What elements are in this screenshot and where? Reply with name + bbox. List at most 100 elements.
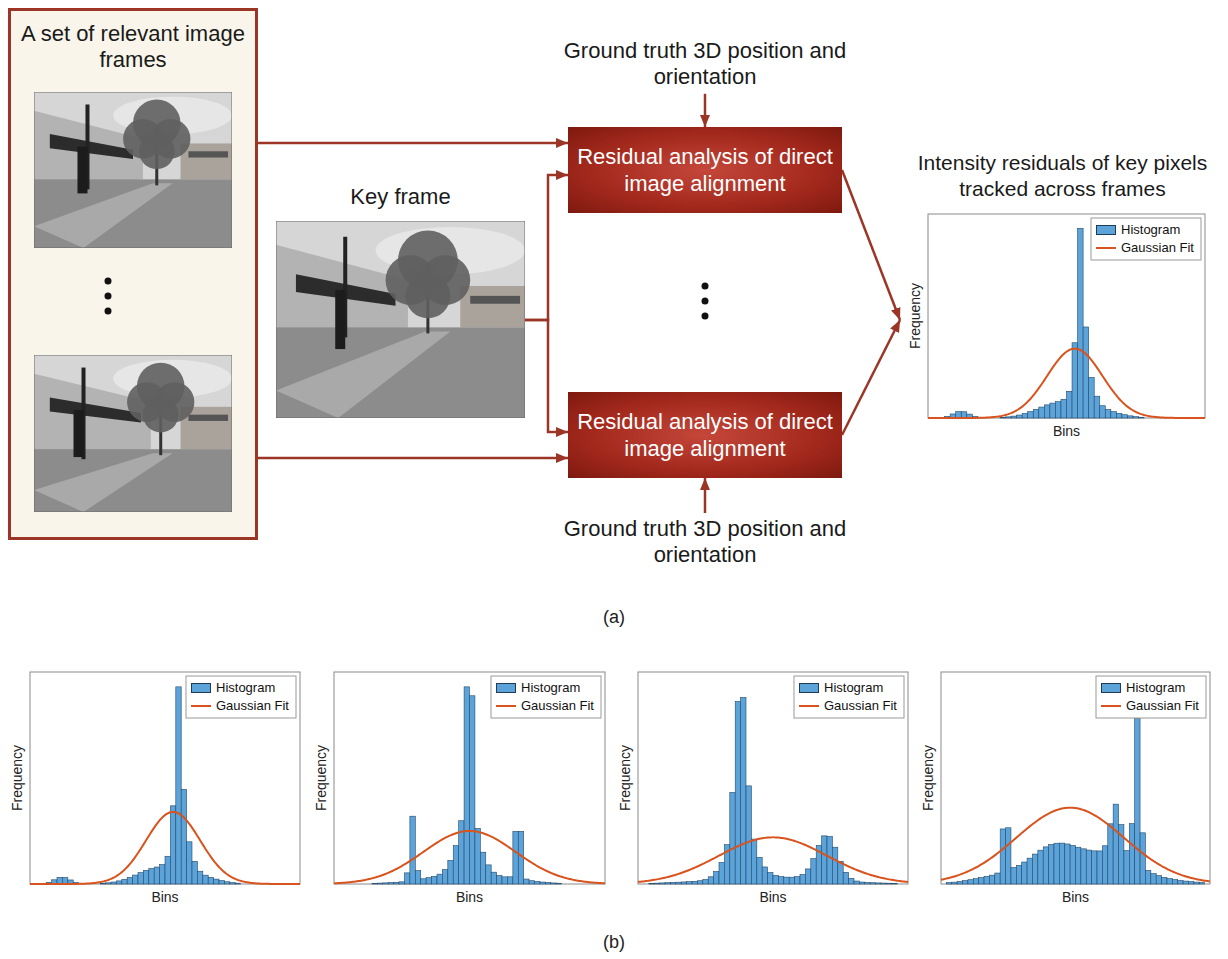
graphic-part (702, 283, 709, 290)
graphic-part (50, 134, 133, 159)
photo (34, 355, 232, 512)
graphic-part (892, 883, 897, 885)
graphic-part (410, 816, 415, 884)
graphic-part (540, 882, 545, 884)
graphic-part (832, 847, 837, 884)
graphic-part (714, 872, 719, 884)
node-text: Key frame (276, 184, 525, 210)
graphic-part (377, 883, 382, 885)
graphic-part (676, 882, 681, 884)
graphic-part (460, 286, 525, 327)
graphic-part (702, 313, 709, 320)
histogram-chart (638, 672, 908, 884)
flow-arrow (842, 170, 900, 320)
graphic-part (811, 859, 816, 884)
graphic-part (1027, 858, 1032, 884)
graphic-part (138, 873, 143, 884)
graphic-part (464, 687, 469, 884)
legend-text: Gaussian Fit (521, 698, 594, 713)
graphic-part (665, 883, 670, 884)
graphic-part (1102, 846, 1107, 884)
legend-box (1091, 218, 1201, 260)
graphic-part (822, 836, 827, 884)
graphic-part (437, 874, 442, 884)
histogram-chart (941, 672, 1210, 884)
legend-text: Histogram (216, 680, 275, 695)
graphic-part (442, 870, 447, 884)
graphic-part (989, 875, 994, 884)
graphic-part (1043, 847, 1048, 884)
flow-arrow (258, 457, 568, 460)
graphic-part (1140, 833, 1145, 884)
graphic-part (165, 856, 170, 884)
graphic-part (1065, 844, 1070, 884)
graphic-part (751, 839, 756, 884)
node-text: A set of relevant image frames (11, 21, 255, 74)
graphic-part (551, 883, 556, 884)
graphic-part (1167, 879, 1172, 884)
legend-box (491, 676, 601, 718)
graphic-part (963, 881, 968, 884)
graphic-part (1050, 403, 1056, 418)
graphic-part (649, 883, 654, 885)
legend-entry: Gaussian Fit (1096, 240, 1194, 255)
image-heading: Key frame (276, 184, 525, 422)
graphic-part (1127, 416, 1133, 418)
graphic-part (122, 879, 127, 884)
axis-label-y: Frequency (617, 745, 633, 811)
graphic-part (762, 867, 767, 884)
graphic-part (453, 846, 458, 884)
graphic-part (859, 882, 864, 884)
node-text: Residual analysis of direct image alignm… (576, 143, 834, 198)
graphic-part (1133, 417, 1139, 418)
axis-label-y: Frequency (313, 745, 329, 811)
graphic-part (800, 874, 805, 884)
legend-line-sample (799, 705, 819, 707)
graphic-part (1089, 377, 1095, 418)
legend-swatch (1096, 225, 1116, 235)
graphic-part (702, 298, 709, 305)
graphic-part (105, 293, 112, 300)
graphic-part (1028, 412, 1034, 418)
graphic-part (1067, 391, 1073, 418)
legend-text: Histogram (521, 680, 580, 695)
graphic-part (502, 877, 507, 884)
graphic-part (952, 882, 957, 884)
ellipsis-dots (702, 283, 709, 320)
graphic-part (203, 875, 208, 884)
graphic-part (697, 881, 702, 884)
graphic-part (133, 875, 138, 884)
graphic-part (192, 861, 197, 884)
graphic-part (448, 860, 453, 884)
legend-text: Gaussian Fit (824, 698, 897, 713)
graphic-part (100, 883, 105, 885)
graphic-part (491, 872, 496, 884)
graphic-part (1000, 417, 1006, 419)
graphic-part (106, 883, 111, 884)
graphic-part (486, 865, 491, 884)
legend-entry: Gaussian Fit (799, 698, 897, 713)
graphic-part (470, 696, 475, 884)
graphic-part (475, 828, 480, 884)
graphic-part (524, 879, 529, 884)
graphic-part (1006, 417, 1012, 418)
graphic-part (941, 672, 1210, 884)
graphic-part (208, 877, 213, 884)
graphic-part (741, 697, 746, 884)
graphic-part (928, 349, 1205, 418)
axis-label-y: Frequency (920, 745, 936, 811)
graphic-part (432, 876, 437, 884)
input-text: Ground truth 3D position and orientation (555, 516, 855, 569)
graphic-part (415, 871, 420, 884)
axis-label-x: Bins (1053, 423, 1080, 439)
graphic-part (805, 869, 810, 884)
axis-label-x: Bins (759, 889, 786, 905)
graphic-part (224, 882, 229, 884)
process-box: Residual analysis of direct image alignm… (568, 392, 842, 478)
graphic-part (768, 873, 773, 884)
node-text: Intensity residuals of key pixels tracke… (900, 150, 1225, 203)
graphic-part (30, 812, 300, 884)
graphic-part (1081, 849, 1086, 884)
graphic-part (1122, 415, 1128, 418)
